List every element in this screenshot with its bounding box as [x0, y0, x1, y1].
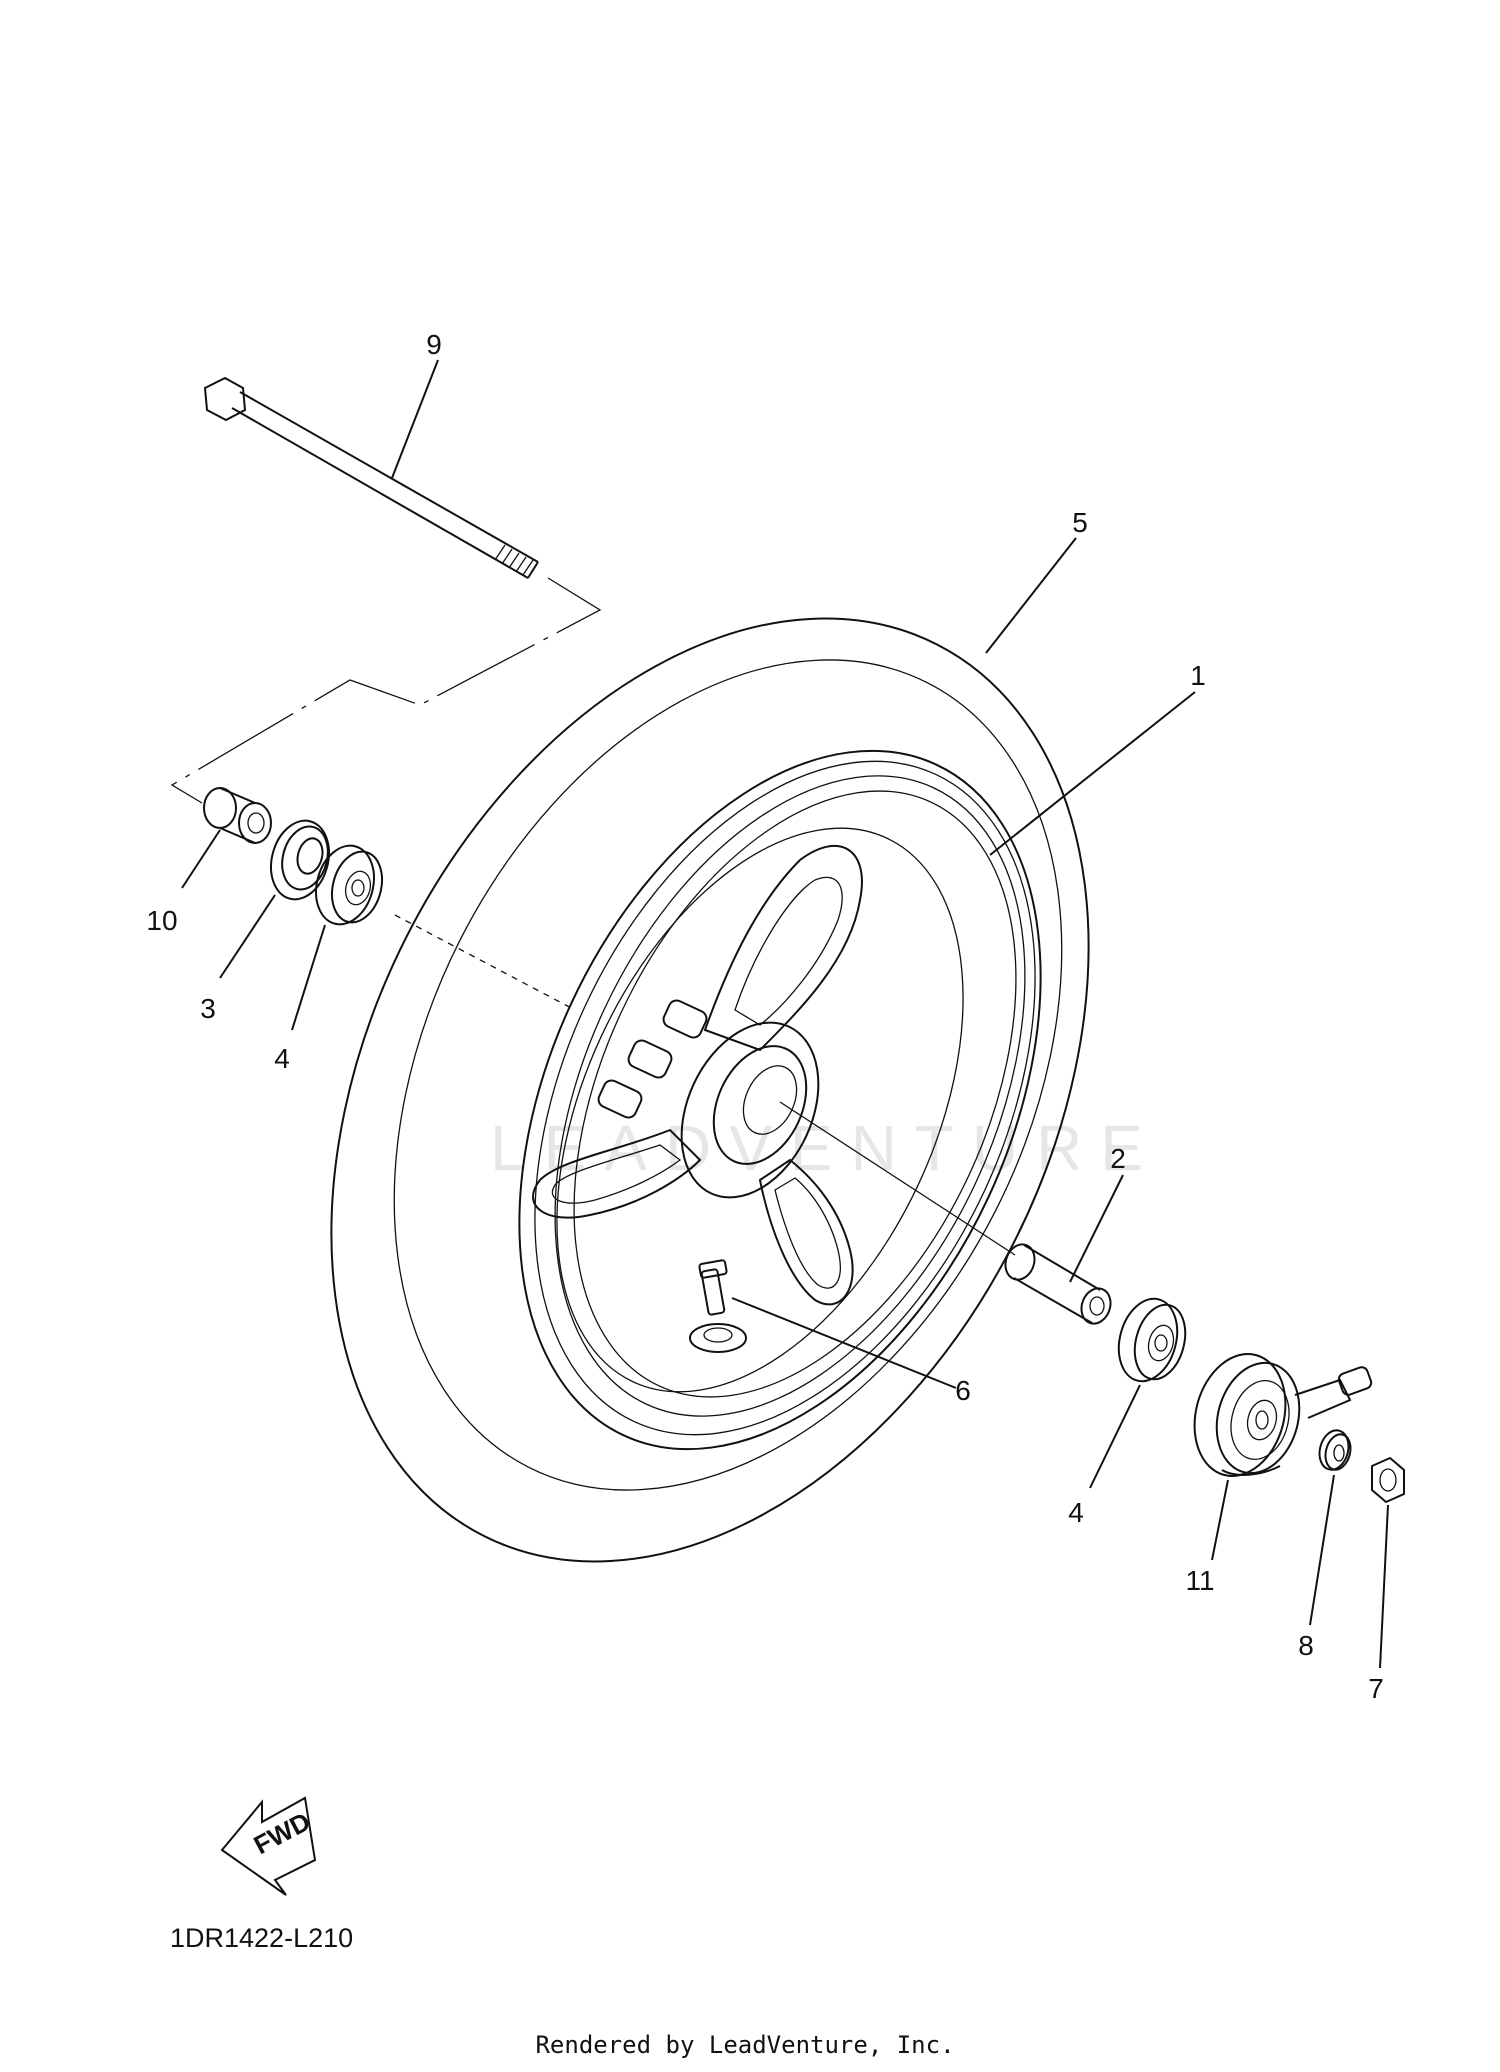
callout-7: 7 [1368, 1673, 1384, 1704]
leader-9 [391, 359, 439, 479]
leader-4-left [291, 924, 326, 1031]
tire [330, 617, 1090, 1563]
leader-lines [181, 359, 1389, 1669]
callout-10: 10 [146, 905, 177, 936]
callout-4-left: 4 [274, 1043, 290, 1074]
callout-2: 2 [1110, 1143, 1126, 1174]
callout-3: 3 [200, 993, 216, 1024]
callout-8: 8 [1298, 1630, 1314, 1661]
leader-1 [989, 691, 1196, 856]
leader-5 [985, 537, 1077, 654]
nut-7 [1371, 1456, 1405, 1504]
leader-8 [1309, 1474, 1335, 1626]
callout-4-right: 4 [1068, 1497, 1084, 1528]
assembly-path [170, 577, 602, 804]
callout-9: 9 [426, 329, 442, 360]
render-credit: Rendered by LeadVenture, Inc. [535, 2031, 954, 2059]
leader-4-right [1089, 1384, 1141, 1489]
washer-8 [1318, 1429, 1352, 1471]
callout-6: 6 [955, 1375, 971, 1406]
leader-7 [1379, 1504, 1389, 1669]
watermark: LEADVENTURE [490, 1112, 1161, 1184]
spacer-2 [1004, 1243, 1112, 1325]
bearing-4-right [1117, 1297, 1187, 1383]
callout-labels: 9 5 1 2 6 10 3 4 4 11 8 7 [146, 329, 1383, 1704]
leader-2 [1069, 1174, 1124, 1283]
gear-unit-11 [1193, 1353, 1373, 1477]
leader-6 [731, 1297, 957, 1389]
leader-10 [181, 829, 221, 889]
leader-3 [219, 894, 276, 979]
callout-11: 11 [1185, 1565, 1214, 1596]
diagram-code: 1DR1422-L210 [170, 1923, 353, 1953]
callout-1: 1 [1190, 660, 1206, 691]
fwd-label: FWD [249, 1806, 315, 1860]
axle-bolt [203, 376, 539, 579]
valve-stem [689, 1259, 747, 1353]
axle-centerline [779, 1101, 1016, 1256]
bearing-4-left [315, 844, 383, 926]
leader-11 [1211, 1479, 1229, 1561]
callout-5: 5 [1072, 507, 1088, 538]
wheel-rim [394, 749, 1042, 1451]
fwd-arrow: FWD [220, 1796, 317, 1896]
collar-10 [203, 787, 272, 844]
oil-seal-3 [270, 819, 330, 901]
